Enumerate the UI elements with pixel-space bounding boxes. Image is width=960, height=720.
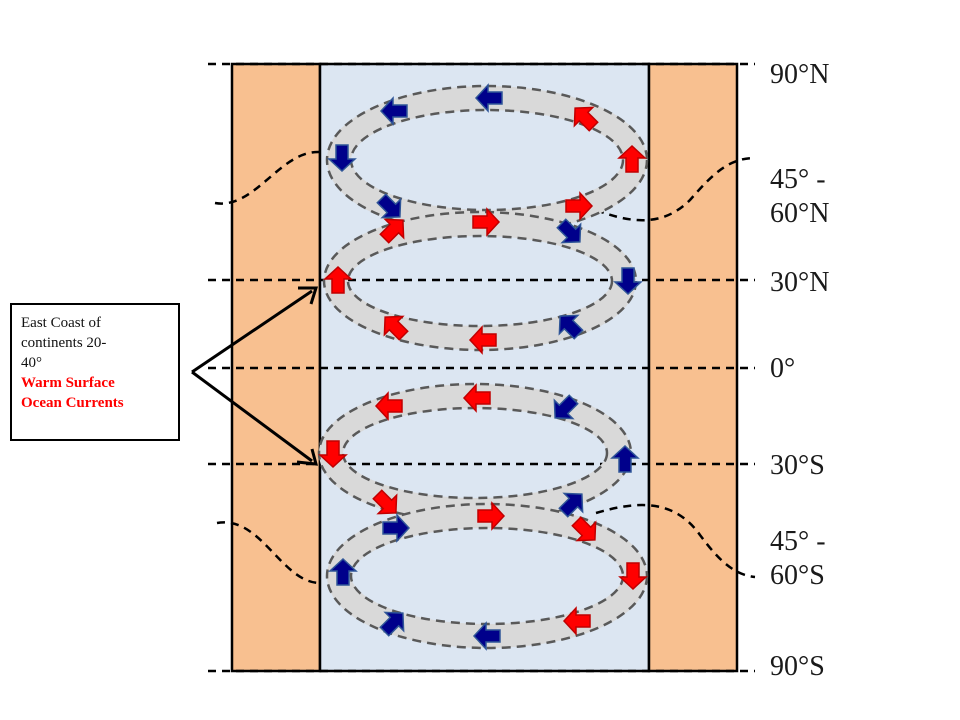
warm-arrow <box>477 501 506 531</box>
warm-arrow <box>618 562 648 591</box>
latitude-label-30n: 30°N <box>770 267 830 298</box>
cold-arrow <box>558 492 584 518</box>
cold-arrow <box>558 314 584 340</box>
warm-arrow <box>468 325 497 355</box>
latitude-lines <box>208 62 756 673</box>
callout-box: East Coast of continents 20- 40° Warm Su… <box>10 303 180 441</box>
west-continent <box>230 62 322 673</box>
latitude-label-30s: 30°S <box>770 450 825 481</box>
latitude-label-45-60n: 45° - 60°N <box>770 164 830 229</box>
latitude-curve-45-60s-east <box>595 503 756 579</box>
callout-line: continents 20- <box>21 335 107 351</box>
latitude-curve-45-60n <box>214 150 321 205</box>
cold-arrow <box>553 394 579 420</box>
warm-arrow <box>323 265 353 294</box>
warm-arrow <box>565 191 594 221</box>
latitude-label-90n: 90°N <box>770 59 830 90</box>
latitude-label-45-60s: 45° - 60°S <box>770 526 826 591</box>
cold-arrow <box>327 144 357 173</box>
callout-warm-label: Ocean Currents <box>21 395 124 411</box>
current-arrows <box>318 83 648 651</box>
warm-arrow <box>383 315 409 341</box>
cold-arrow <box>328 557 358 586</box>
cold-arrow <box>472 621 501 651</box>
ocean-basin <box>318 62 651 673</box>
cold-arrow <box>379 611 405 637</box>
warm-arrow <box>617 144 647 173</box>
warm-arrow <box>318 440 348 469</box>
cold-arrow <box>613 267 643 296</box>
pointer-head-south <box>296 448 319 466</box>
latitude-curve-45-60n-east <box>595 156 756 222</box>
warm-arrow <box>472 207 501 237</box>
warm-arrow <box>571 516 597 542</box>
callout-pointers <box>191 286 319 466</box>
warm-arrow <box>573 106 599 132</box>
cold-arrow <box>379 96 408 126</box>
warm-arrow <box>462 383 491 413</box>
callout-line: East Coast of <box>21 315 101 331</box>
pointer-head-north <box>298 286 319 305</box>
cold-arrow <box>382 513 411 543</box>
cold-arrow <box>610 444 640 473</box>
latitude-curve-45-60s <box>216 521 323 585</box>
cold-arrow <box>556 218 582 244</box>
cold-arrow <box>376 193 402 219</box>
warm-arrow <box>562 606 591 636</box>
cold-arrow <box>474 83 503 113</box>
callout-warm-label: Warm Surface <box>21 375 115 391</box>
latitude-label-90s: 90°S <box>770 651 825 682</box>
pointer-line-south <box>191 370 313 463</box>
callout-line: 40° <box>21 355 42 371</box>
latitude-label-equator: 0° <box>770 353 796 384</box>
warm-arrow <box>372 489 398 515</box>
warm-arrow <box>374 391 403 421</box>
warm-arrow <box>379 218 405 244</box>
pointer-line-north <box>191 289 313 374</box>
